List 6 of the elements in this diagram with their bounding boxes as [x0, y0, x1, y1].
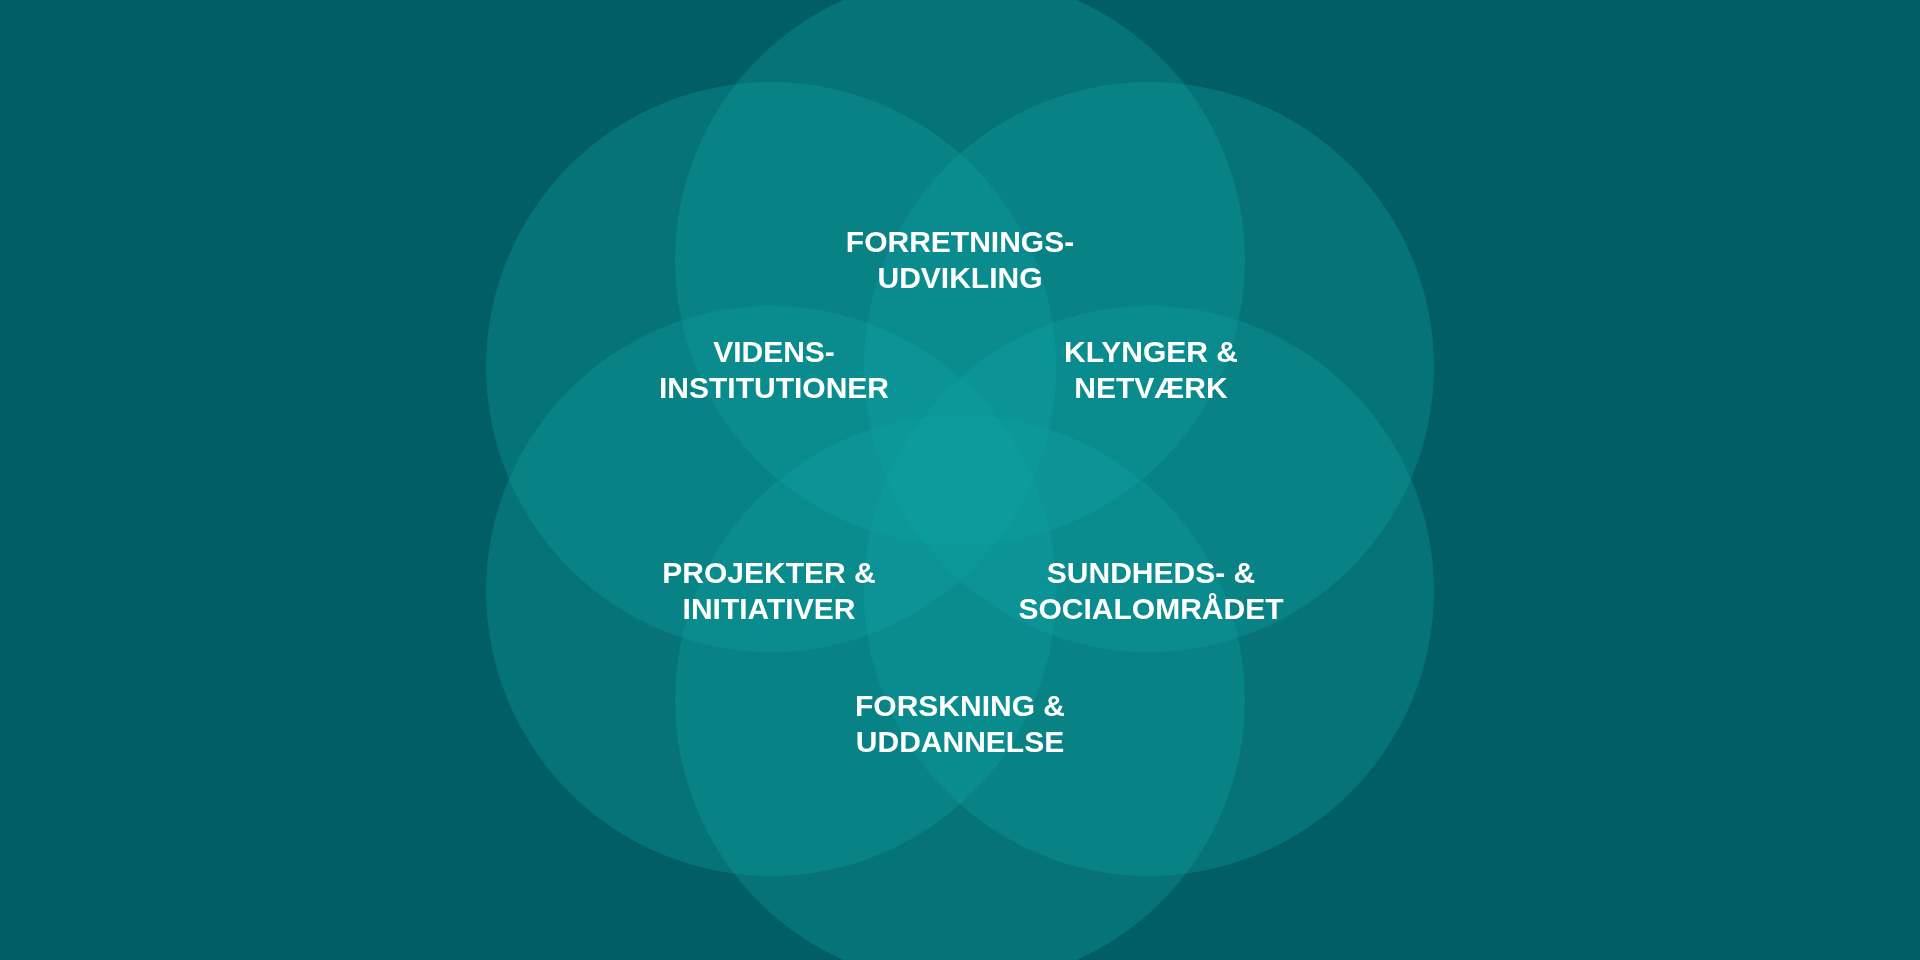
circle-label: FORRETNINGS- UDVIKLING: [844, 224, 1076, 296]
circle-label: PROJEKTER & INITIATIVER: [661, 555, 877, 627]
circle-label: SUNDHEDS- & SOCIALOMRÅDET: [1017, 555, 1285, 627]
circle-label: FORSKNING & UDDANNELSE: [854, 688, 1066, 760]
circle-label: VIDENS- INSTITUTIONER: [658, 334, 890, 406]
circle-label: KLYNGER & NETVÆRK: [1063, 334, 1239, 406]
